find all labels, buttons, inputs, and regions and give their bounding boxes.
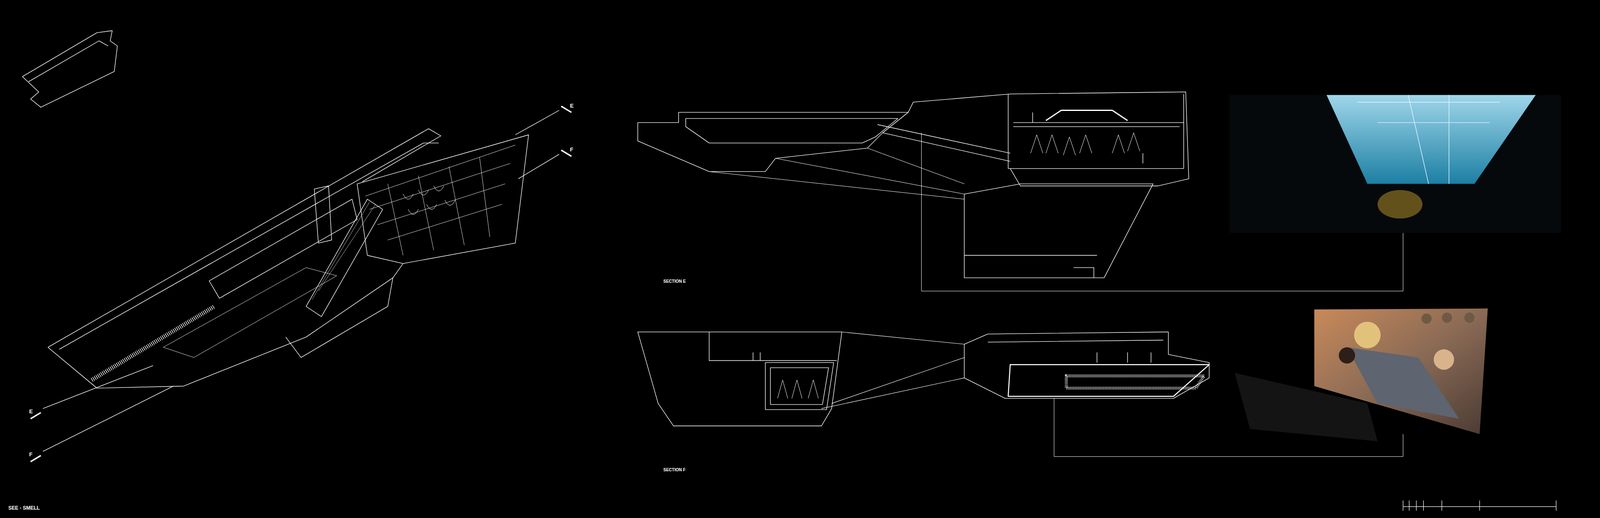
key-plan-line — [28, 40, 109, 82]
section-e-hall — [908, 91, 1189, 186]
section-e-tower — [964, 183, 1153, 278]
photo-glow — [1377, 190, 1423, 219]
section-marker-label: F — [29, 451, 33, 457]
section-e-projection — [709, 147, 965, 199]
section-e-skylight — [1045, 110, 1128, 120]
axo-roof-edge — [47, 128, 441, 348]
section-f-link — [821, 331, 965, 409]
section-f-volume — [637, 331, 843, 426]
axo-grid — [387, 157, 490, 255]
section-f-room — [765, 362, 834, 410]
section-cut-line — [515, 110, 560, 179]
section-f-seating — [1066, 375, 1205, 388]
photo-figure — [1347, 347, 1460, 419]
axo-seating — [91, 306, 215, 380]
axo-grid — [365, 145, 516, 240]
section-marker — [30, 106, 572, 462]
sheet-title: SEE - SMELL — [8, 505, 40, 510]
section-f-figures — [777, 379, 819, 398]
photo-frame-art — [1441, 312, 1452, 323]
section-e-figures — [1030, 132, 1140, 155]
axo-ramp — [306, 199, 383, 317]
section-f-posts — [987, 340, 1164, 363]
photo-figure — [1433, 349, 1455, 370]
section-e-volume — [637, 112, 909, 172]
section-title: SECTION E — [663, 279, 686, 284]
axo-figures — [402, 185, 455, 215]
section-f-volume — [964, 331, 1210, 398]
section-marker-label: E — [570, 102, 574, 109]
scale-bar — [1402, 500, 1556, 510]
section-title: SECTION F — [663, 467, 686, 472]
axo-lower-box — [285, 277, 393, 358]
photos — [1229, 95, 1562, 441]
section-f-auditorium — [1008, 364, 1210, 396]
section-e-ramp — [877, 124, 1010, 162]
axo-wedge — [357, 134, 529, 264]
axo-hall — [163, 267, 337, 358]
key-plan — [22, 30, 118, 108]
photo-film-still — [1314, 308, 1488, 434]
photo-frame-art — [1421, 313, 1432, 324]
section-f-floor — [709, 331, 837, 361]
section-marker-label: F — [570, 146, 574, 153]
photo-atrium — [1229, 95, 1562, 233]
section-e-hall-inner — [1008, 93, 1184, 169]
section-cut-line — [42, 365, 174, 452]
photo-skylight-frame — [1357, 95, 1500, 184]
section-e-posts — [1032, 112, 1143, 163]
section-e-door — [1073, 267, 1094, 278]
photo-figure — [1338, 347, 1355, 364]
photo-skylight — [1326, 95, 1536, 184]
axo-chimney — [314, 185, 332, 243]
axo-ramp-grid — [312, 202, 376, 300]
axo-inner-edge — [59, 142, 439, 350]
section-marker-label: E — [29, 408, 33, 414]
section-e-volume-inner — [685, 118, 898, 143]
axo-slab — [209, 199, 358, 299]
photo-figure — [1354, 321, 1381, 348]
photo-frame-art — [1464, 312, 1475, 323]
